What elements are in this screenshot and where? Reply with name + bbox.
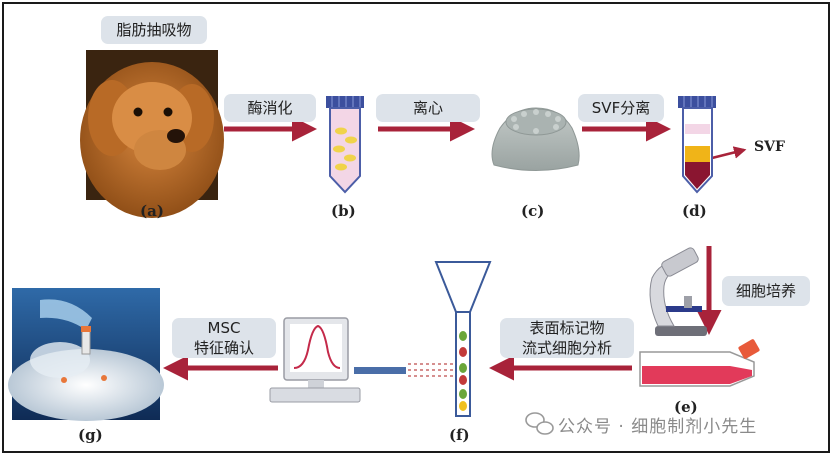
caption-g: (g) <box>78 426 103 444</box>
caption-e: (e) <box>674 398 698 416</box>
label-svf-separation: SVF分离 <box>578 94 664 122</box>
caption-a: (a) <box>140 202 164 220</box>
label-enzyme-digest: 酶消化 <box>224 94 316 122</box>
flow-cytometer <box>354 261 492 417</box>
wechat-icon <box>525 412 554 435</box>
computer-monitor <box>269 317 361 403</box>
caption-b: (b) <box>331 202 356 220</box>
label-surface-marker-line1: 表面标记物 <box>529 319 605 337</box>
svf-output-label: SVF <box>754 139 785 155</box>
label-msc-line1: MSC <box>207 319 241 337</box>
label-surface-marker-line2: 流式细胞分析 <box>521 339 612 357</box>
dog-photo <box>80 50 224 218</box>
culture-flask <box>639 339 760 387</box>
arrow-svf-out <box>711 146 747 160</box>
label-liposuction: 脂肪抽吸物 <box>101 16 207 44</box>
digestion-tube <box>326 96 364 194</box>
cryo-storage-photo <box>8 288 164 421</box>
label-msc-line2: 特征确认 <box>193 339 254 357</box>
label-cell-culture: 细胞培养 <box>722 276 810 306</box>
svf-tube <box>678 96 716 194</box>
centrifuge-rotor <box>491 107 580 171</box>
caption-f: (f) <box>449 426 470 444</box>
label-msc: MSC 特征确认 <box>172 318 276 358</box>
caption-c: (c) <box>521 202 545 220</box>
watermark-text: 公众号 · 细胞制剂小先生 <box>558 417 758 437</box>
caption-d: (d) <box>682 202 707 220</box>
microscope <box>649 247 707 336</box>
label-surface-marker: 表面标记物 流式细胞分析 <box>500 318 634 358</box>
label-centrifuge: 离心 <box>376 94 480 122</box>
